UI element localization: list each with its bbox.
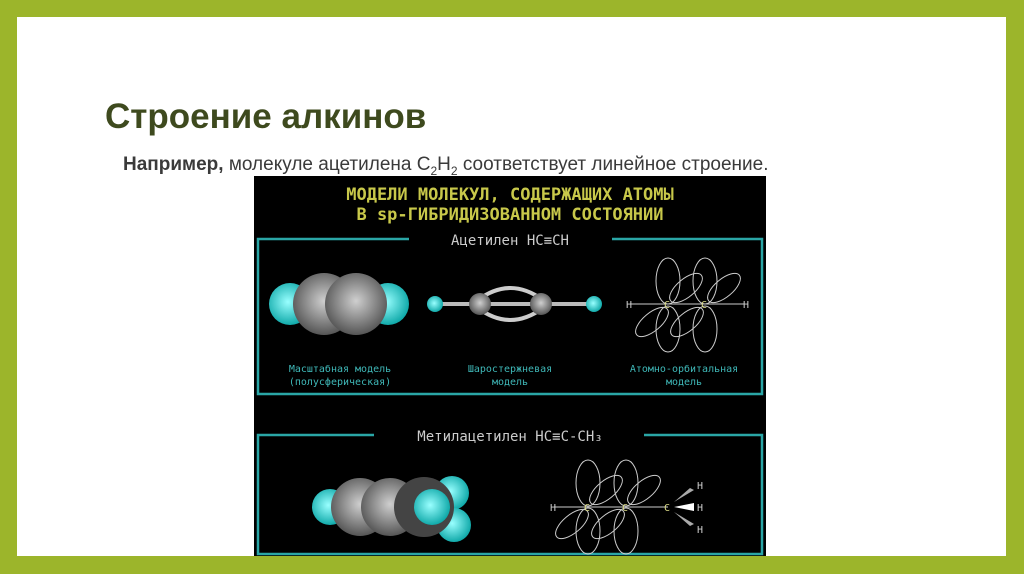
atom-c: C [664, 300, 670, 311]
caption-ball-stick-2: модель [492, 377, 528, 388]
atom-h: H [697, 481, 703, 492]
atom-h: H [697, 503, 703, 514]
molecule-models-drawing: МОДЕЛИ МОЛЕКУЛ, СОДЕРЖАЩИХ АТОМЫ В sp-ГИ… [256, 185, 764, 556]
figure-heading-line-1: МОДЕЛИ МОЛЕКУЛ, СОДЕРЖАЩИХ АТОМЫ [346, 185, 674, 205]
caption-orbital-1: Атомно-орбитальная [630, 363, 738, 375]
caption-ball-stick-1: Шаростержневая [468, 364, 552, 375]
methylacetylene-label: Метилацетилен HC≡C-CH₃ [417, 429, 602, 445]
subtitle-text: H [437, 154, 451, 175]
acetylene-orbital-model: H C C H [626, 257, 749, 353]
acetylene-label: Ацетилен HC≡CH [451, 233, 569, 249]
acetylene-frame [256, 237, 764, 396]
methylacetylene-orbital-model: H C C C H H H [550, 459, 703, 555]
slide-subtitle: Например, молекуле ацетилена C2H2 соотве… [123, 154, 769, 178]
atom-c: C [701, 300, 707, 311]
methylacetylene-space-filling-model [312, 476, 471, 542]
methylacetylene-frame [256, 433, 764, 556]
subscript: 2 [430, 163, 438, 178]
subtitle-text: соответствует линейное строение. [457, 154, 769, 175]
atom-c: C [622, 503, 628, 514]
atom-h: H [743, 300, 749, 311]
figure-heading-line-2: В sp-ГИБРИДИЗОВАННОМ СОСТОЯНИИ [356, 205, 663, 225]
slide-title: Строение алкинов [105, 97, 427, 136]
subtitle-lead: Например, [123, 154, 224, 175]
atom-c: C [584, 503, 590, 514]
acetylene-ball-and-stick-model [427, 286, 602, 322]
atom-c: C [664, 503, 670, 514]
atom-h: H [550, 503, 556, 514]
slide: Строение алкинов Например, молекуле ацет… [17, 17, 1006, 556]
caption-scale-model-2: (полусферическая) [289, 376, 391, 388]
subscript: 2 [450, 163, 458, 178]
subtitle-text: молекуле ацетилена C [223, 154, 431, 175]
atom-h: H [697, 525, 703, 536]
caption-orbital-2: модель [666, 377, 702, 388]
acetylene-space-filling-model [269, 273, 409, 335]
molecule-models-image: МОДЕЛИ МОЛЕКУЛ, СОДЕРЖАЩИХ АТОМЫ В sp-ГИ… [254, 176, 766, 556]
atom-h: H [626, 300, 632, 311]
caption-scale-model-1: Масштабная модель [289, 363, 391, 375]
